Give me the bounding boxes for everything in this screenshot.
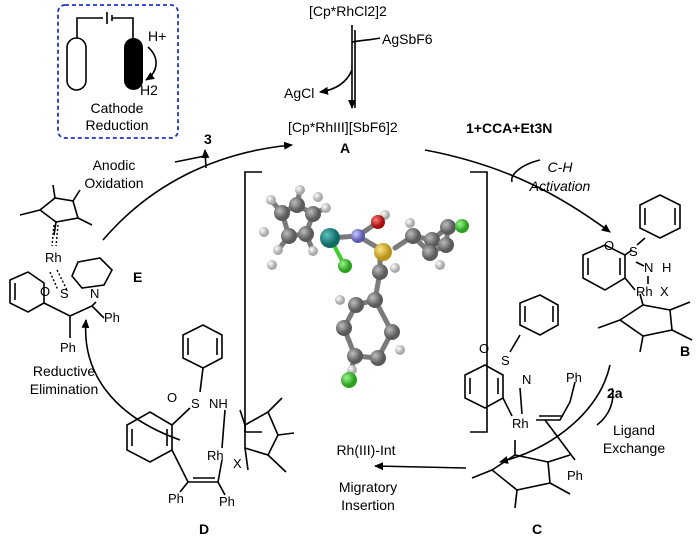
svg-text:S: S — [501, 353, 510, 368]
migratory-label-2: Insertion — [341, 497, 395, 513]
cathode-reduction-box: H+ H2 Cathode Reduction — [57, 4, 179, 139]
svg-text:O: O — [604, 238, 614, 253]
svg-text:Rh: Rh — [45, 250, 62, 265]
nitrogen-atom — [351, 229, 365, 243]
migratory-label-1: Migratory — [339, 479, 397, 495]
anode-electrode — [66, 37, 87, 91]
anodic-label-2: Oxidation — [84, 175, 143, 191]
reductive-label-2: Elimination — [30, 381, 98, 397]
intermediate-a-label: A — [340, 140, 350, 156]
step-labels: 3 Anodic Oxidation 1+CCA+Et3N C-H Activa… — [30, 120, 666, 513]
center-caption: Rh(III)-Int — [336, 442, 395, 458]
svg-text:Ph: Ph — [168, 491, 184, 506]
anodic-label-1: Anodic — [93, 157, 136, 173]
silver-chloride-label: AgCl — [284, 85, 314, 101]
svg-text:X: X — [233, 456, 242, 471]
intermediate-c-structure: S O N Rh Ph Ph C — [464, 294, 583, 537]
hydrogen-label: H2 — [140, 82, 158, 98]
svg-text:S: S — [629, 244, 638, 259]
svg-text:Rh: Rh — [512, 416, 529, 431]
ligand-exchange-label-1: Ligand — [613, 422, 655, 438]
svg-text:X: X — [660, 284, 669, 299]
chlorine-atom-3 — [341, 372, 357, 388]
svg-text:O: O — [167, 390, 177, 405]
svg-text:N: N — [522, 372, 531, 387]
oxygen-atom — [371, 215, 385, 229]
intermediate-d-structure: S O NH Rh X Ph Ph D — [126, 324, 295, 537]
reagents-label: 1+CCA+Et3N — [466, 120, 552, 136]
cathode-subtitle: Reduction — [85, 117, 148, 133]
ligand-exchange-label-2: Exchange — [603, 440, 665, 456]
intermediate-b-structure: S O N H Rh X B — [582, 194, 693, 359]
silver-salt-label: AgSbF6 — [382, 31, 433, 47]
svg-text:H: H — [662, 260, 671, 275]
cathode-title: Cathode — [91, 100, 144, 116]
svg-text:Rh: Rh — [636, 284, 653, 299]
rh-dimer-label: [Cp*RhCl2]2 — [309, 3, 387, 19]
proton-label: H+ — [148, 28, 166, 44]
center-structure: Rh(III)-Int — [244, 171, 488, 458]
svg-text:S: S — [191, 396, 200, 411]
svg-text:Ph: Ph — [219, 494, 235, 509]
svg-text:S: S — [60, 286, 69, 301]
intermediate-b-label: B — [680, 343, 690, 359]
rhodium-atom — [320, 228, 340, 248]
svg-text:N: N — [644, 260, 653, 275]
svg-text:O: O — [40, 284, 50, 299]
reductive-label-1: Reductive — [33, 363, 95, 379]
ch-activation-label-1: C-H — [548, 159, 574, 175]
svg-text:O: O — [479, 341, 489, 356]
product-3-label: 3 — [204, 131, 212, 147]
ch-activation-label-2: Activation — [529, 178, 591, 194]
svg-text:Ph: Ph — [60, 340, 76, 355]
chlorine-atom-2 — [455, 219, 469, 233]
active-catalyst-label: [Cp*RhIII][SbF6]2 — [288, 119, 398, 135]
svg-text:Ph: Ph — [567, 468, 583, 483]
catalyst-activation: [Cp*RhCl2]2 AgSbF6 AgCl [Cp*RhIII][SbF6]… — [284, 3, 433, 156]
reagent-2a-label: 2a — [607, 385, 623, 401]
intermediate-c-label: C — [532, 521, 542, 537]
intermediate-d-label: D — [199, 521, 209, 537]
svg-text:NH: NH — [209, 396, 228, 411]
chlorine-atom-1 — [338, 259, 352, 273]
svg-text:Rh: Rh — [207, 448, 224, 463]
svg-text:Ph: Ph — [104, 310, 120, 325]
cathode-electrode — [124, 38, 143, 90]
svg-text:Ph: Ph — [566, 370, 582, 385]
sulfur-atom — [374, 243, 392, 261]
intermediate-e-label: E — [133, 269, 142, 285]
intermediate-e-structure: Rh O S N Ph Ph E — [9, 184, 142, 355]
svg-text:N: N — [90, 286, 99, 301]
